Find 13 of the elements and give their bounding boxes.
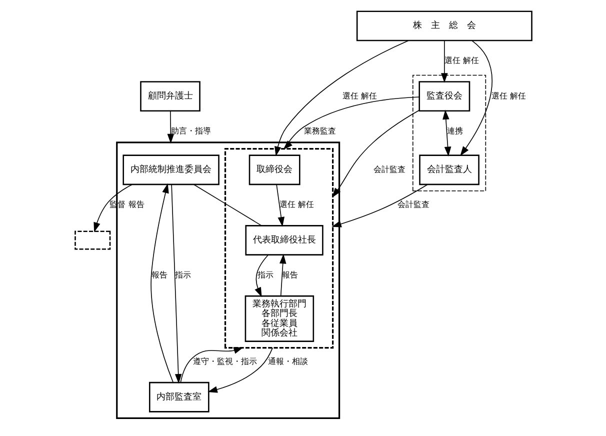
edge-label: 業務監査 <box>303 125 336 136</box>
edge-label: 選任 解任 <box>490 90 526 100</box>
edge-label: 選任 解任 <box>342 90 377 100</box>
edge-label: 通報・相談 <box>267 356 308 366</box>
edge-label: 選任 解任 <box>279 199 314 210</box>
edge-label: 助言・指導 <box>170 125 210 136</box>
edge-label: 報告 <box>151 269 168 280</box>
edge-label: 会計監査 <box>372 164 405 174</box>
edge-label: 会計監査 <box>397 199 430 210</box>
edge-label: 指示 <box>174 269 191 280</box>
edge-label: 指示 <box>257 269 274 280</box>
edge-label: 連携 <box>446 125 462 136</box>
edge-label: 遵守・監視・指示 <box>192 356 256 366</box>
